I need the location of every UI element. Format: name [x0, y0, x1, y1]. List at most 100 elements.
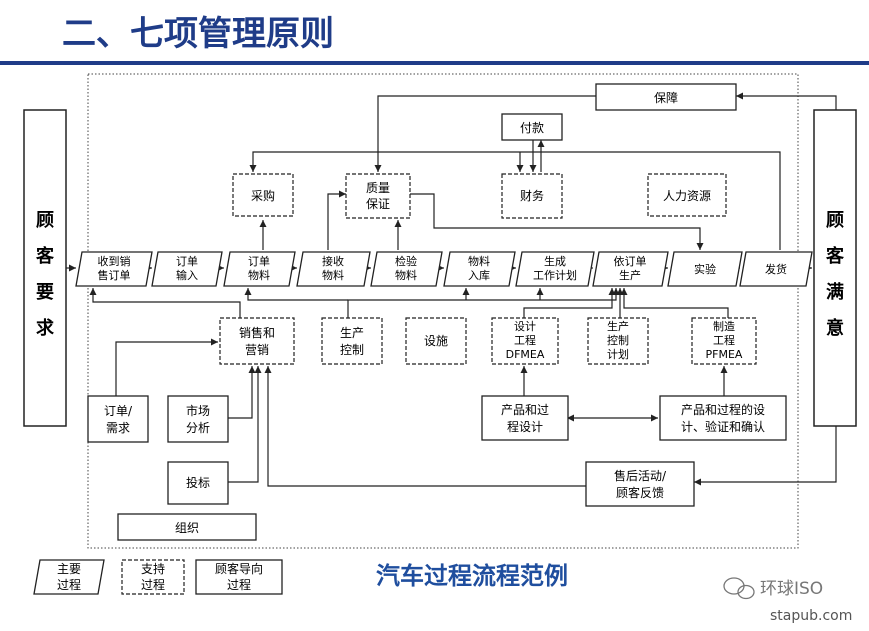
cop-after-sale: 售后活动/ 顾客反馈 [585, 461, 695, 507]
process-order-material: 订单 物料 [223, 251, 296, 287]
support-label: 设计 [514, 320, 536, 333]
page-title: 二、七项管理原则 [62, 14, 334, 54]
cop-label: 订单/ [104, 404, 133, 418]
side-right-char: 客 [826, 245, 845, 267]
legend-label: 支持 [141, 561, 165, 576]
process-label: 订单 [176, 255, 198, 268]
support-quality: 质量 保证 [345, 173, 411, 219]
process-label: 物料 [248, 268, 270, 282]
process-label: 物料 [468, 254, 490, 268]
support-label: 营销 [245, 343, 269, 357]
cop-verify-validate: 产品和过程的设 计、验证和确认 [659, 395, 787, 441]
process-label: 生成 [544, 254, 566, 268]
process-label: 依订单 [614, 255, 647, 268]
support-label: 生产 [607, 319, 629, 333]
support-label: DFMEA [506, 348, 545, 361]
support-production-plan: 生产 控制 计划 [587, 317, 649, 365]
cop-bid: 投标 [167, 461, 229, 505]
process-inspect-material: 检验 物料 [370, 251, 443, 287]
side-right-char: 意 [826, 317, 844, 339]
support-processes: 采购 质量 保证 财务 人力资源 销售和 营销 生产 控制 设施 [219, 173, 757, 365]
support-label: 工程 [514, 334, 536, 347]
support-label: 质量 [366, 181, 390, 195]
support-hr: 人力资源 [647, 173, 727, 217]
support-production-control: 生产 控制 [321, 317, 383, 365]
side-left-char: 顾 [36, 210, 54, 231]
legend: 主要 过程 支持 过程 顾客导向 过程 [33, 559, 283, 595]
process-label: 收到销 [98, 254, 131, 268]
customer-requirement-box [23, 109, 67, 427]
side-left-char: 求 [36, 317, 55, 339]
cop-label: 分析 [186, 421, 210, 435]
main-process-chain: 收到销 售订单 订单 输入 订单 物料 接收 物料 检验 物料 物料 入库 [75, 251, 813, 287]
process-label: 接收 [322, 254, 344, 268]
support-facility: 设施 [405, 317, 467, 365]
side-left-char: 客 [36, 245, 55, 267]
cop-organization: 组织 [117, 513, 257, 541]
title-rule [0, 61, 869, 65]
support-label: 销售和 [239, 325, 275, 340]
process-material-storage: 物料 入库 [443, 251, 516, 287]
legend-main-process: 主要 过程 [33, 559, 105, 595]
process-label: 订单 [248, 255, 270, 268]
process-shipping: 发货 [739, 251, 813, 287]
process-work-plan: 生成 工作计划 [515, 251, 595, 287]
cop-label: 付款 [520, 121, 544, 135]
cop-label: 产品和过程的设 [681, 402, 765, 417]
diagram-caption: 汽车过程流程范例 [376, 562, 568, 590]
process-label: 检验 [395, 254, 417, 268]
cop-label: 保障 [654, 90, 678, 105]
support-label: 生产 [340, 326, 364, 340]
side-right-char: 满 [826, 281, 844, 303]
support-label: 计划 [607, 348, 629, 361]
legend-label: 主要 [57, 562, 81, 576]
legend-label: 顾客导向 [215, 561, 263, 576]
cop-guarantee: 保障 [595, 83, 737, 111]
support-pfmea: 制造 工程 PFMEA [691, 317, 757, 365]
customer-requirement-text: 顾 客 要 求 [36, 210, 55, 339]
legend-label: 过程 [141, 577, 165, 592]
side-left-char: 要 [36, 282, 54, 303]
cop-market-analysis: 市场 分析 [167, 395, 229, 443]
legend-support-process: 支持 过程 [121, 559, 185, 595]
cop-label: 需求 [106, 421, 130, 435]
support-purchase: 采购 [232, 173, 294, 217]
support-label: 控制 [340, 343, 364, 357]
support-label: 保证 [366, 197, 390, 211]
support-label: 控制 [607, 333, 629, 347]
cop-payment: 付款 [501, 113, 563, 141]
process-label: 物料 [395, 268, 417, 282]
support-sales: 销售和 营销 [219, 317, 295, 365]
process-produce-to-order: 依订单 生产 [592, 251, 669, 287]
process-frame [87, 73, 799, 549]
support-label: PFMEA [706, 348, 743, 361]
support-label: 人力资源 [663, 189, 711, 203]
wechat-icon [723, 577, 755, 600]
cop-order-demand: 订单/ 需求 [87, 395, 149, 443]
cop-label: 组织 [175, 521, 199, 535]
cop-label: 产品和过 [501, 403, 549, 417]
customer-satisfaction-text: 顾 客 满 意 [826, 210, 845, 339]
customer-processes: 保障 付款 订单/ 需求 市场 分析 投标 产品和过 程设计 产品和过程的设 [87, 83, 787, 541]
process-testing: 实验 [667, 251, 743, 287]
process-receive-order: 收到销 售订单 [75, 251, 153, 287]
support-finance: 财务 [501, 173, 563, 219]
support-label: 设施 [424, 334, 448, 348]
cop-label: 售后活动/ [614, 468, 667, 483]
cop-label: 计、验证和确认 [681, 419, 765, 434]
process-label: 售订单 [98, 268, 131, 282]
process-label: 工作计划 [533, 269, 577, 282]
legend-label: 过程 [57, 577, 81, 592]
support-label: 财务 [520, 188, 544, 203]
cop-label: 顾客反馈 [616, 485, 664, 500]
process-label: 入库 [468, 269, 490, 282]
customer-satisfaction-box [813, 109, 857, 427]
support-dfmea: 设计 工程 DFMEA [491, 317, 559, 365]
process-label: 实验 [694, 262, 716, 276]
process-label: 物料 [322, 268, 344, 282]
legend-customer-process: 顾客导向 过程 [195, 559, 283, 595]
cop-product-design: 产品和过 程设计 [481, 395, 569, 441]
support-label: 制造 [713, 319, 735, 333]
